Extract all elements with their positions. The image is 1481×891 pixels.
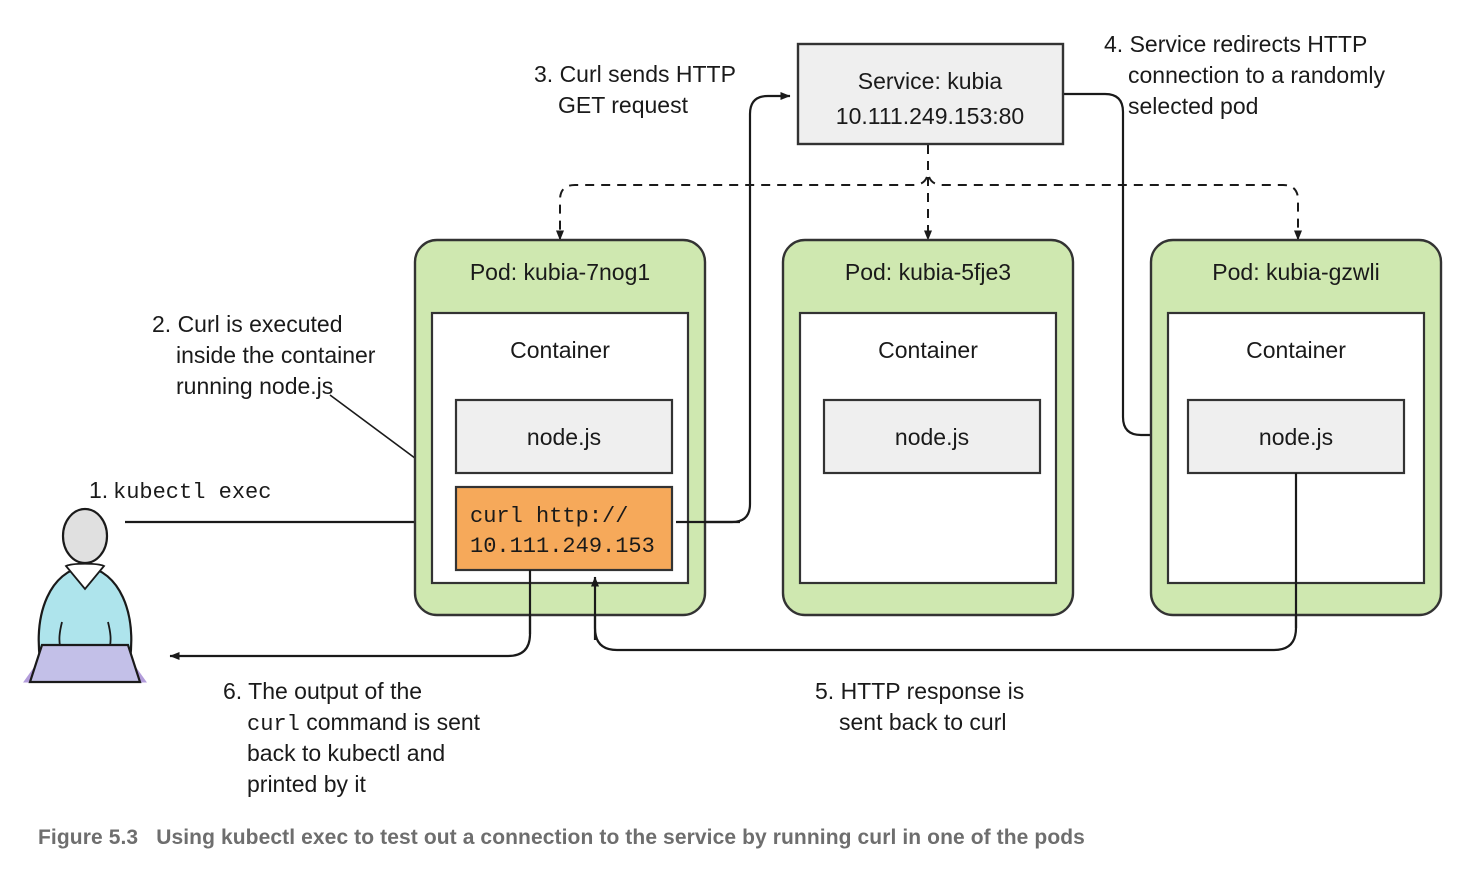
annotation-step5: 5. HTTP response is sent back to curl [815, 678, 1024, 735]
annotation-step3: 3. Curl sends HTTP GET request [534, 61, 736, 118]
user-collar-icon [64, 562, 106, 591]
annotation-step6: 6. The output of the curl command is sen… [223, 678, 481, 797]
nodejs-label: node.js [895, 424, 969, 450]
curl-command-line1: curl http:// [470, 504, 628, 529]
figure-caption-text: Using kubectl exec to test out a connect… [156, 826, 1085, 849]
step2-line2: inside the container [176, 342, 376, 368]
service-address: 10.111.249.153:80 [836, 103, 1024, 129]
figure-caption: Figure 5.3 Using kubectl exec to test out… [38, 826, 1085, 850]
annotation-step1: 1. kubectl exec [89, 477, 271, 505]
step6-line1: 6. The output of the [223, 678, 422, 704]
svg-text:curl command is sent: curl command is sent [247, 709, 481, 737]
container-label: Container [510, 337, 610, 363]
connector-step5-response-to-curl [591, 467, 1298, 652]
step6-line4: printed by it [247, 771, 367, 797]
step2-line1: 2. Curl is executed [152, 311, 342, 337]
nodejs-label: node.js [1259, 424, 1333, 450]
connector-service-pod-membership-dashed [556, 145, 1302, 241]
step6-line3: back to kubectl and [247, 740, 445, 766]
nodejs-box [822, 398, 1042, 475]
laptop-lid-icon [28, 643, 142, 684]
pod-title: Pod: kubia-5fje3 [845, 259, 1011, 285]
step1-command: kubectl exec [113, 480, 271, 505]
pod-kubia-5fje3: Pod: kubia-5fje3 Container node.js [781, 238, 1075, 617]
pod-kubia-7nog1: Pod: kubia-7nog1 Container node.js curl … [413, 238, 707, 617]
step2-line3: running node.js [176, 373, 333, 399]
user-at-laptop-illustration [23, 507, 147, 684]
connector-step4-service-to-pod3 [1063, 92, 1181, 439]
curl-command-box [454, 485, 674, 572]
connector-step6-output-to-user [169, 575, 532, 660]
user-head-icon [61, 507, 109, 565]
step4-line3: selected pod [1128, 93, 1258, 119]
step4-line1: 4. Service redirects HTTP [1104, 31, 1367, 57]
step3-line1: 3. Curl sends HTTP [534, 61, 736, 87]
pod-title: Pod: kubia-gzwli [1212, 259, 1379, 285]
step5-line2: sent back to curl [839, 709, 1006, 735]
annotation-step2: 2. Curl is executed inside the container… [152, 311, 376, 399]
step4-line2: connection to a randomly [1128, 62, 1385, 88]
annotation-step4: 4. Service redirects HTTP connection to … [1104, 31, 1385, 119]
service-box: Service: kubia 10.111.249.153:80 [796, 42, 1065, 146]
step6-line2-mono: curl [247, 712, 300, 737]
nodejs-box [454, 398, 674, 475]
pod-title: Pod: kubia-7nog1 [470, 259, 650, 285]
container-label: Container [1246, 337, 1346, 363]
curl-command-line2: 10.111.249.153 [470, 534, 655, 559]
service-title: Service: kubia [858, 68, 1003, 94]
container-label: Container [878, 337, 978, 363]
step6-line2-rest: command is sent [300, 709, 481, 735]
nodejs-box [1186, 398, 1406, 475]
figure-caption-label: Figure 5.3 [38, 826, 139, 849]
step3-line2: GET request [558, 92, 689, 118]
step5-line1: 5. HTTP response is [815, 678, 1024, 704]
pod-kubia-gzwli: Pod: kubia-gzwli Container node.js [1149, 238, 1443, 617]
nodejs-label: node.js [527, 424, 601, 450]
step1-number: 1. [89, 477, 108, 503]
